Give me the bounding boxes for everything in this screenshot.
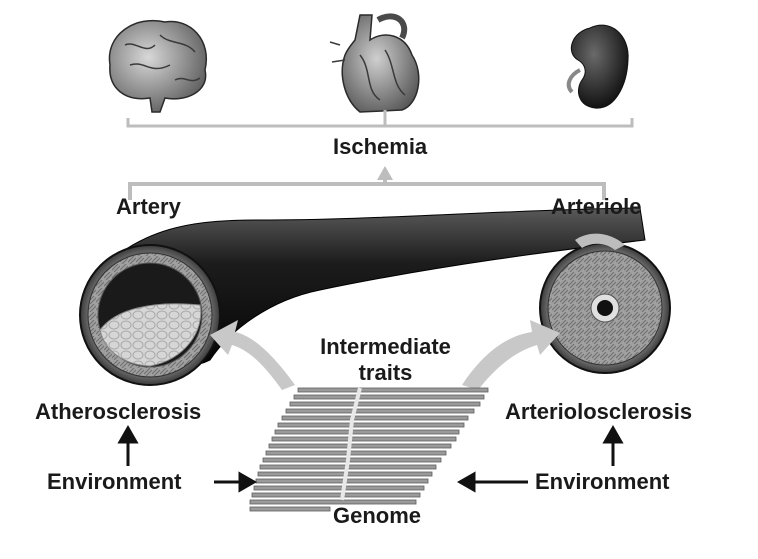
artery-label: Artery [116,196,181,218]
ischemia-arrow [377,166,393,180]
ischemia-connector [130,176,604,200]
genome-strands [250,388,488,511]
heart-icon [330,15,419,112]
atherosclerosis-label: Atherosclerosis [35,401,201,423]
ischemia-label: Ischemia [333,136,427,158]
left-trait-arrow [210,320,295,390]
arteriolosclerosis-label: Arteriolosclerosis [505,401,692,423]
brain-icon [109,21,206,112]
genome-label: Genome [333,505,421,527]
intermediate-traits-label-line2: traits [307,362,464,384]
organ-bracket [128,110,632,126]
arteriole-label: Arteriole [551,196,641,218]
right-trait-arrow [462,320,560,390]
environment-right-label: Environment [535,471,669,493]
kidney-icon [569,25,628,108]
arteriole-cross-section [540,243,670,373]
artery-cross-section [80,245,220,385]
intermediate-traits-label-line1: Intermediate [307,336,464,358]
environment-left-label: Environment [47,471,181,493]
